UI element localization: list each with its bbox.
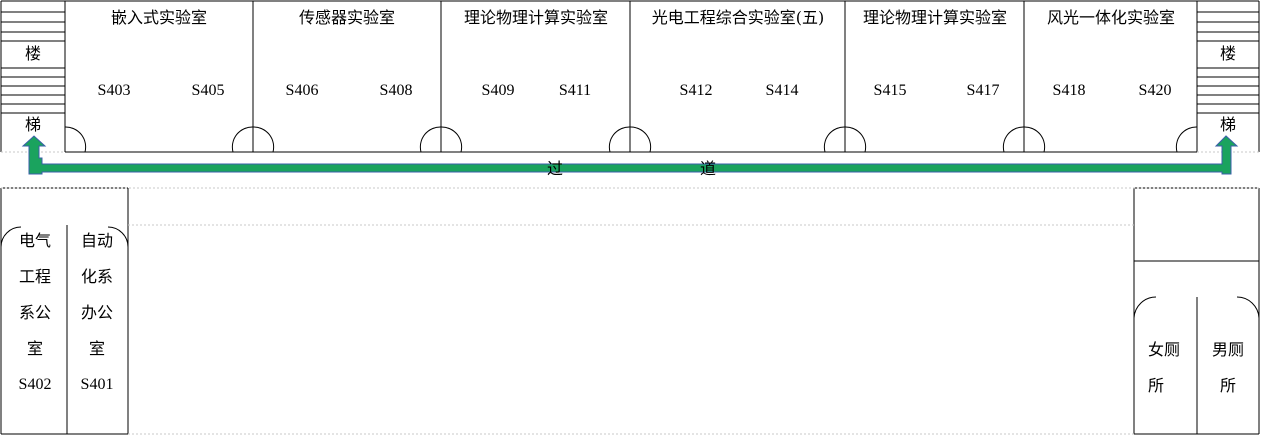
- lab-name: 风光一体化实验室: [1046, 8, 1176, 27]
- room-number: S402: [18, 376, 52, 393]
- office-label-line: 办公: [80, 303, 113, 322]
- lab-name: 理论物理计算实验室: [862, 8, 1008, 27]
- room-number: S409: [481, 82, 515, 99]
- room-number: S411: [558, 82, 592, 99]
- lab-name: 理论物理计算实验室: [463, 8, 609, 27]
- office-label-line: 室: [88, 339, 105, 358]
- office-label-line: 工程: [18, 267, 51, 286]
- office-s401-label: 自动 化系 办公 室 S401: [74, 232, 120, 412]
- men-toilet-label: 所: [1220, 376, 1237, 395]
- office-s402-label: 电气 工程 系公 室 S402: [12, 232, 58, 412]
- lab-name: 传感器实验室: [298, 8, 396, 27]
- room-number: S417: [966, 82, 1000, 99]
- corridor-label-char: 道: [699, 159, 717, 178]
- office-label-line: 电气: [18, 231, 51, 250]
- lab-name: 光电工程综合实验室(五): [651, 8, 825, 27]
- corridor-arrow: [21, 135, 1239, 175]
- left-stair-label-top: 楼: [24, 44, 42, 63]
- office-label-line: 自动: [80, 231, 113, 250]
- right-stair-label-top: 楼: [1219, 44, 1237, 63]
- office-label-line: 系公: [18, 303, 51, 322]
- room-number: S414: [765, 82, 799, 99]
- office-label-line: 化系: [80, 267, 113, 286]
- room-number: S415: [873, 82, 907, 99]
- room-number: S412: [679, 82, 713, 99]
- room-number: S405: [191, 82, 225, 99]
- lab-name: 嵌入式实验室: [110, 8, 208, 27]
- room-number: S408: [379, 82, 413, 99]
- room-number: S418: [1052, 82, 1086, 99]
- women-toilet-label: 女厕: [1148, 340, 1181, 359]
- women-toilet-label: 所: [1148, 376, 1165, 395]
- room-number: S403: [97, 82, 131, 99]
- corridor-label-char: 过: [546, 159, 564, 178]
- men-toilet-label: 男厕: [1212, 340, 1245, 359]
- left-stair-label-bottom: 梯: [24, 115, 42, 134]
- room-number: S420: [1138, 82, 1172, 99]
- office-label-line: 室: [26, 339, 43, 358]
- room-number: S406: [285, 82, 319, 99]
- right-stair-label-bottom: 梯: [1219, 115, 1237, 134]
- room-number: S401: [80, 376, 114, 393]
